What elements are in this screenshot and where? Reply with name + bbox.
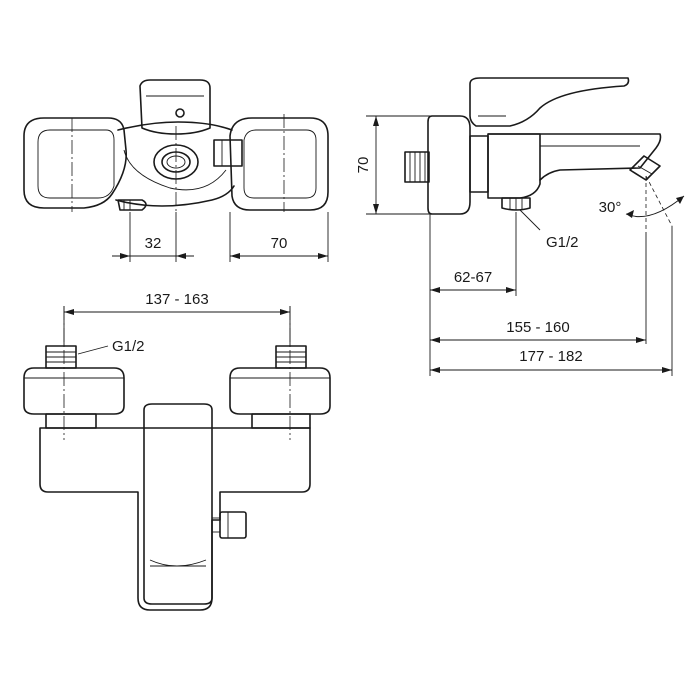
top-view-left-escutcheon <box>23 117 128 209</box>
dim-137-163-label: 137 - 163 <box>145 291 208 308</box>
top-view-outlet <box>117 199 147 211</box>
dim-177-182-label: 177 - 182 <box>519 348 582 365</box>
side-view-lever <box>469 77 630 127</box>
side-view: G1/2 70 30° 62-67 155 - 160 177 - 1 <box>355 77 685 376</box>
side-view-inlet-thread <box>404 151 430 183</box>
top-view-diverter <box>213 139 243 167</box>
top-view-lever <box>139 79 211 135</box>
front-thread-label: G1/2 <box>112 338 145 355</box>
front-view-right-escutcheon <box>229 367 331 415</box>
top-view: 32 70 <box>23 79 329 262</box>
front-view-diverter <box>219 511 247 539</box>
side-view-body <box>487 133 541 199</box>
dim-70-label: 70 <box>271 235 288 252</box>
side-thread-label: G1/2 <box>546 234 579 251</box>
front-view: 137 - 163 G1/2 <box>23 291 331 611</box>
side-view-outlet <box>501 197 531 211</box>
dim-32-label: 32 <box>145 235 162 252</box>
dim-155-160-label: 155 - 160 <box>506 319 569 336</box>
front-view-lever <box>143 403 213 605</box>
front-view-body <box>39 427 311 611</box>
side-view-escutcheon <box>427 115 471 215</box>
side-view-aerator <box>629 155 661 181</box>
dim-62-67-label: 62-67 <box>454 269 492 286</box>
side-height-label: 70 <box>355 157 372 174</box>
front-view-left-escutcheon <box>23 367 125 415</box>
side-angle-label: 30° <box>599 199 622 216</box>
top-view-body <box>117 121 233 131</box>
